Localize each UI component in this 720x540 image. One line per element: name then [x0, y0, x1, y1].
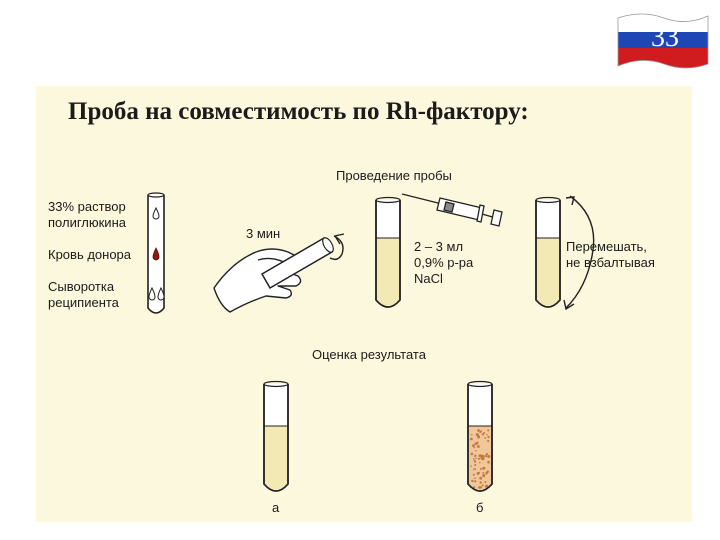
- agglutinate-dot: [484, 481, 487, 483]
- agglutinate-dot: [470, 437, 473, 441]
- agglutinate-dot: [478, 486, 481, 489]
- agglutinate-dot: [477, 445, 480, 448]
- reagent-tube: [147, 192, 165, 314]
- serum-label-line2: реципиента: [48, 295, 119, 310]
- agglutinate-dot: [474, 468, 477, 470]
- mix-label-line2: не взбалтывая: [566, 255, 655, 270]
- agglutinate-dot: [479, 468, 482, 470]
- saline-label-line1: 2 – 3 мл: [414, 239, 464, 254]
- agglutinate-dot: [479, 461, 481, 464]
- slide-number: 33: [651, 22, 679, 53]
- procedure-heading: Проведение пробы: [336, 168, 452, 183]
- agglutinate-dot: [487, 460, 490, 464]
- rotate-arrow-icon: [329, 235, 344, 261]
- agglutinate-dot: [475, 457, 477, 460]
- blood-drop-icon: [152, 247, 160, 261]
- agglutinate-dot: [473, 459, 476, 462]
- polyglucin-drop-icon: [152, 206, 160, 220]
- agglutinate-dot: [477, 435, 481, 439]
- agglutinate-dot: [479, 481, 482, 484]
- agglutinate-dot: [472, 473, 475, 476]
- mix-label-line1: Перемешать,: [566, 239, 647, 254]
- tube-a-label: а: [272, 500, 280, 515]
- agglutinate-dot: [481, 484, 484, 487]
- serum-drop-icon: [148, 286, 156, 301]
- agglutinate-dot: [487, 455, 491, 458]
- serum-label-line1: Сыворотка: [48, 279, 115, 294]
- agglutinate-dot: [476, 472, 480, 475]
- agglutinate-dot: [479, 476, 483, 480]
- agglutinate-dot: [473, 486, 476, 489]
- tube-b-label: б: [476, 500, 484, 515]
- polyglucin-label-line1: 33% раствор: [48, 199, 126, 214]
- agglutinate-dot: [474, 463, 477, 467]
- agglutinate-dot: [486, 470, 489, 473]
- agglutinate-dot: [478, 454, 482, 458]
- agglutinate-dot: [487, 429, 490, 432]
- agglutinate-dot: [484, 484, 489, 488]
- agglutinate-dot: [479, 430, 482, 434]
- agglutinate-dot: [470, 433, 473, 436]
- agglutinate-dot: [471, 479, 474, 483]
- donor-blood-label: Кровь донора: [48, 247, 132, 262]
- agglutinate-dot: [485, 452, 489, 456]
- agglutinate-dot: [487, 439, 490, 443]
- diagram-panel: [36, 86, 692, 522]
- agglutinate-dot: [482, 474, 486, 478]
- agglutinate-dot: [477, 457, 480, 460]
- agglutinate-dot: [476, 442, 479, 445]
- slide-title: Проба на совместимость по Rh-фактору:: [68, 98, 529, 125]
- agglutinate-dot: [481, 457, 485, 461]
- syringe-icon: [401, 193, 503, 227]
- polyglucin-label-line2: полиглюкина: [48, 215, 126, 230]
- result-tube-a: [263, 380, 289, 492]
- agglutinate-dot: [474, 477, 476, 480]
- russian-flag-icon: [617, 13, 709, 69]
- agglutinate-dot: [482, 471, 485, 474]
- agglutinate-dot: [475, 450, 477, 452]
- agglutinate-dot: [481, 455, 485, 459]
- agglutinate-dot: [481, 433, 484, 436]
- agglutinate-dot: [472, 444, 475, 448]
- tilted-tube: [260, 236, 334, 290]
- saline-label-line3: NaCl: [414, 271, 443, 286]
- agglutinate-dot: [482, 466, 486, 470]
- agglutinate-dot: [474, 480, 477, 483]
- curved-arrow-icon: [565, 195, 595, 309]
- agglutinate-dot: [470, 465, 472, 467]
- saline-label-line2: 0,9% р-ра: [414, 255, 474, 270]
- evaluation-heading: Оценка результата: [312, 347, 426, 362]
- test-tube-mixing: [535, 196, 561, 308]
- test-tube-procedure: [375, 196, 401, 308]
- agglutinate-dot: [477, 429, 480, 432]
- agglutinate-dot: [485, 454, 487, 457]
- agglutinate-dot: [474, 455, 476, 457]
- agglutinate-dot: [482, 431, 486, 435]
- time-label: 3 мин: [246, 226, 281, 241]
- agglutinate-dot: [486, 434, 488, 436]
- agglutinate-dot: [487, 435, 490, 439]
- agglutinate-dot: [470, 452, 474, 456]
- agglutinate-dot: [473, 446, 476, 449]
- agglutinate-dot: [472, 457, 475, 460]
- result-tube-b: [467, 380, 493, 492]
- agglutinate-dot: [484, 437, 487, 439]
- agglutinate-dot: [472, 468, 475, 471]
